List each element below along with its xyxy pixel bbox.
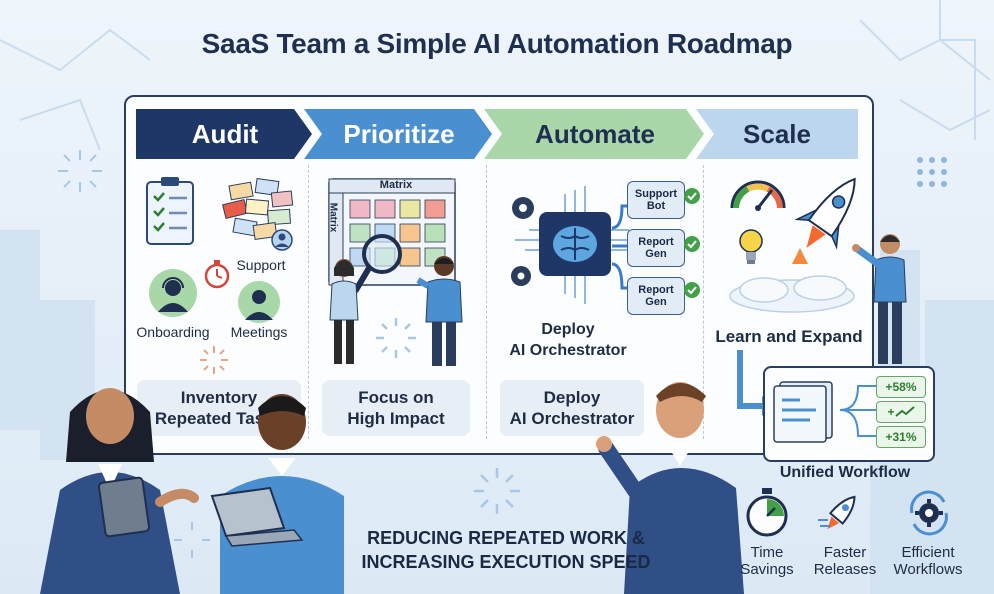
loading-spinner-icon xyxy=(376,318,416,358)
magnifier-icon xyxy=(353,234,402,293)
benefit-line2: Savings xyxy=(740,561,794,578)
prioritize-summary-line2: High Impact xyxy=(347,409,445,428)
step-automate: Automate xyxy=(484,109,706,159)
output-support-bot: Support Bot xyxy=(627,181,685,219)
audit-summary-line2: Repeated Tasks xyxy=(154,409,284,428)
tagline-line2: INCREASING EXECUTION SPEED xyxy=(361,552,651,572)
automate-summary-box: Deploy AI Orchestrator xyxy=(500,380,644,436)
benefit-line2: Workflows xyxy=(893,561,963,578)
step-scale-label: Scale xyxy=(743,118,811,149)
output-report-gen: Report Gen xyxy=(627,277,685,315)
person-woman-icon xyxy=(329,259,359,364)
benefit-line1: Faster xyxy=(823,544,867,561)
automate-summary-line1: Deploy xyxy=(543,388,601,407)
person-man-icon xyxy=(416,256,463,366)
step-prioritize: Prioritize xyxy=(304,109,494,159)
output-label-line2: Gen xyxy=(645,248,667,260)
automate-caption: Deploy AI Orchestrator xyxy=(496,319,640,361)
connector-lines xyxy=(840,385,876,437)
document-stack-icon xyxy=(773,381,833,443)
metric-badge: +31% xyxy=(876,426,926,448)
tagline-line1: REDUCING REPEATED WORK & xyxy=(367,528,645,548)
lightbulb-icon xyxy=(739,229,763,264)
metric-badge-label: + xyxy=(887,405,895,419)
automate-summary-line2: AI Orchestrator xyxy=(509,409,635,428)
output-label-line2: Bot xyxy=(646,200,666,212)
audit-support-label: Support xyxy=(236,257,286,273)
rocket-release-icon xyxy=(818,495,856,530)
presenter-man-laptop-icon xyxy=(210,394,344,594)
column-divider xyxy=(703,165,704,439)
step-scale: Scale xyxy=(696,109,858,159)
audit-summary-line1: Inventory xyxy=(180,388,258,407)
headset-agent-icon xyxy=(149,269,197,317)
output-report-gen: Report Gen xyxy=(627,229,685,267)
metric-badge: + xyxy=(876,401,926,423)
audit-onboarding-label: Onboarding xyxy=(136,324,210,340)
meeting-person-icon xyxy=(238,281,280,323)
person-pointing-icon xyxy=(852,234,907,364)
timer-icon xyxy=(204,260,230,289)
stopwatch-icon xyxy=(746,488,788,537)
step-audit-label: Audit xyxy=(191,118,259,149)
step-audit: Audit xyxy=(136,109,314,159)
rocket-icon xyxy=(729,177,856,313)
output-label-line1: Report xyxy=(638,236,674,248)
benefit-faster-releases: Faster Releases xyxy=(806,544,884,578)
step-automate-label: Automate xyxy=(535,118,655,149)
prioritize-summary-line1: Focus on xyxy=(358,388,434,407)
benefit-line1: Efficient xyxy=(901,544,955,561)
check-icons xyxy=(684,188,700,298)
sparkle-icon xyxy=(200,346,228,374)
ticket-pile-icon xyxy=(222,178,294,251)
ai-orchestrator-diagram xyxy=(511,186,635,304)
benefit-efficient-workflows: Efficient Workflows xyxy=(886,544,970,578)
benefit-line2: Releases xyxy=(813,561,877,578)
audit-meetings-label: Meetings xyxy=(230,324,288,340)
sparkle-icon xyxy=(474,468,520,514)
metric-badge: +58% xyxy=(876,376,926,398)
column-divider xyxy=(308,165,309,439)
benefit-time-savings: Time Savings xyxy=(730,544,804,578)
prioritize-summary-box: Focus on High Impact xyxy=(322,380,470,436)
tagline: REDUCING REPEATED WORK & INCREASING EXEC… xyxy=(346,526,666,574)
speedometer-icon xyxy=(730,180,786,211)
step-prioritize-label: Prioritize xyxy=(343,118,455,149)
presenter-man-pointing-icon xyxy=(596,382,744,594)
matrix-top-label: Matrix xyxy=(379,179,413,191)
scale-caption: Learn and Expand xyxy=(715,327,863,346)
column-divider xyxy=(486,165,487,439)
checklist-clipboard-icon xyxy=(146,177,194,245)
gear-cycle-icon xyxy=(910,490,948,536)
automate-caption-line1: Deploy xyxy=(541,321,595,338)
output-label-line1: Support xyxy=(634,188,678,200)
unified-workflow-label: Unified Workflow xyxy=(779,464,911,481)
output-label-line1: Report xyxy=(638,284,674,296)
benefit-line1: Time xyxy=(750,544,784,561)
page-title: SaaS Team a Simple AI Automation Roadmap xyxy=(201,28,793,59)
matrix-side-label: Matrix xyxy=(327,202,339,233)
automate-caption-line2: AI Orchestrator xyxy=(509,342,627,359)
priority-matrix xyxy=(328,178,456,286)
trend-up-icon xyxy=(894,406,915,417)
sparkle-icon xyxy=(174,522,210,558)
output-label-line2: Gen xyxy=(645,296,667,308)
presenter-woman-icon xyxy=(40,388,199,594)
